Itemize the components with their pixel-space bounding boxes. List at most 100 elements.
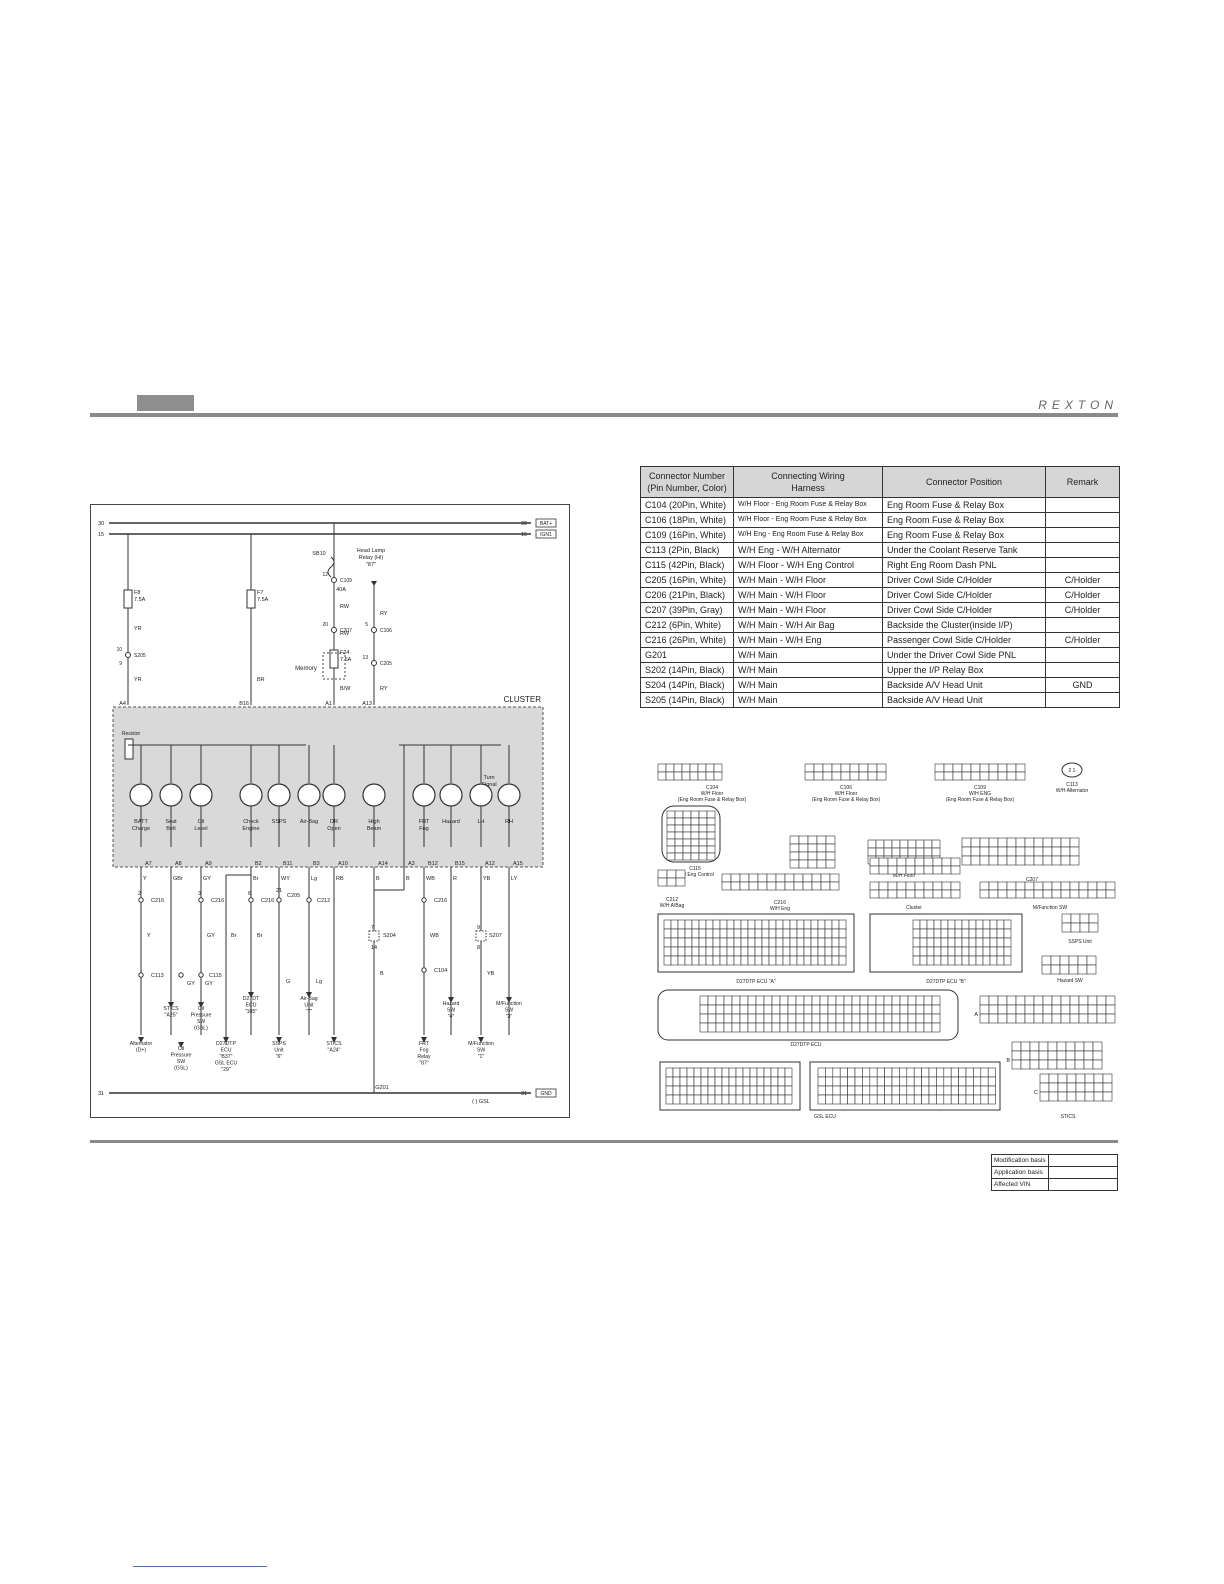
d27dtp-ecu-pin <box>843 1013 853 1024</box>
stics-a-pin <box>997 1004 1008 1015</box>
destination-label: "4" <box>448 1014 455 1020</box>
d27dtp-ecu-pin <box>747 1013 757 1024</box>
c115-pin <box>674 845 684 854</box>
gsl-ecu-pin <box>665 1076 674 1087</box>
c115-pin <box>698 845 708 854</box>
destination-label: ECU <box>246 1003 257 1009</box>
connector-icon <box>331 577 337 583</box>
connector-id: C106 <box>840 785 852 791</box>
stics-a-pin <box>1087 1013 1098 1024</box>
connector-id: D27DTP ECU "A" <box>736 979 776 985</box>
gsl-ecu-pin <box>721 1067 730 1078</box>
cluster-b-pin <box>914 889 925 899</box>
gsl-ecu-pin <box>884 1094 893 1105</box>
d27dtp-ecu-pin <box>779 995 789 1006</box>
c207-pin <box>1033 837 1044 848</box>
header-position: Connector Position <box>882 466 1046 498</box>
ecu-a-pin <box>789 919 798 930</box>
c115-pin <box>706 810 716 819</box>
pin-label: A1 <box>325 701 332 707</box>
c207-pin <box>997 855 1008 866</box>
ecu-a-pin <box>789 937 798 948</box>
gsl-ecu-pin <box>973 1067 982 1078</box>
lower-label: Lg <box>316 979 322 985</box>
c205-pin <box>807 843 818 853</box>
header-cell-text: Connector Number (Pin Number, Color) <box>647 471 727 493</box>
d27dtp-ecu-pin <box>699 995 709 1006</box>
gsl-ecu-pin <box>693 1094 702 1105</box>
d27dtp-ecu-pin <box>699 1004 709 1015</box>
connector-id: C109 <box>340 578 352 584</box>
d27dtp-ecu-pin <box>731 995 741 1006</box>
revision-row: Application basis <box>991 1166 1118 1179</box>
c207-pin <box>1006 837 1017 848</box>
ecu-a-pin <box>817 955 826 966</box>
gsl-ecu-pin <box>876 1085 885 1096</box>
terminal-arrow-icon <box>421 1037 427 1043</box>
ecu-a-pin <box>838 919 847 930</box>
ecu-a-pin <box>782 937 791 948</box>
cluster-a-pin <box>923 857 934 867</box>
c109-pin <box>1015 763 1026 773</box>
wire-color-label: RY <box>380 611 388 617</box>
stics-c-pin <box>1075 1091 1086 1102</box>
connector-number-cell: C109 (16Pin, White) <box>640 527 734 543</box>
destination-label: SW <box>505 1008 513 1014</box>
gsl-ecu-pin <box>913 1076 922 1087</box>
connector-table-row: C115 (42Pin, Black)W/H Floor - W/H Eng C… <box>640 557 1120 573</box>
fuse-rating: 40A <box>336 587 346 593</box>
harness-cell: W/H Main <box>733 662 883 678</box>
connector-icon <box>331 627 337 633</box>
ecu-b-pin <box>1003 919 1012 930</box>
c207-pin <box>988 855 999 866</box>
mfunction-pin <box>1060 881 1071 891</box>
ecu-a-pin <box>684 946 693 957</box>
cluster-a-pin <box>887 857 898 867</box>
ecu-a-pin <box>831 946 840 957</box>
c113-face <box>1061 762 1083 778</box>
d27dtp-ecu-pin <box>755 995 765 1006</box>
gsl-ecu-pin <box>950 1085 959 1096</box>
c106-pin <box>804 771 815 781</box>
front-fog-icon <box>412 783 436 807</box>
mfunction-pin <box>979 881 990 891</box>
c207-pin <box>1033 855 1044 866</box>
ecu-b-pin <box>996 937 1005 948</box>
d27dtp-ecu-pin <box>795 1022 805 1033</box>
destination-label: SW <box>447 1008 455 1014</box>
d27dtp-ecu-pin <box>835 1022 845 1033</box>
ecu-b-pin <box>982 955 991 966</box>
gsl-ecu-pin <box>943 1076 952 1087</box>
ecu-b-pin <box>996 919 1005 930</box>
door-open-icon <box>322 783 346 807</box>
stics-a-pin <box>1015 1013 1026 1024</box>
c115-pin <box>682 838 692 847</box>
c106-pin <box>867 763 878 773</box>
ecu-a-pin <box>733 928 742 939</box>
mfunction-pin <box>988 889 999 899</box>
ecu-a-pin <box>838 937 847 948</box>
ecu-a-pin <box>761 919 770 930</box>
gsl-ecu-pin <box>847 1094 856 1105</box>
gsl-ecu-pin <box>784 1085 793 1096</box>
d27dtp-ecu-pin <box>747 995 757 1006</box>
ecu-a-pin <box>677 928 686 939</box>
gsl-ecu-pin <box>832 1094 841 1105</box>
gsl-ecu-pin <box>735 1067 744 1078</box>
hazard-pin <box>1068 955 1079 966</box>
c206-pin <box>907 839 917 849</box>
gsl-ecu-pin <box>913 1094 922 1105</box>
turn-signal-label: Turn <box>483 775 494 781</box>
stics-c-pin <box>1102 1091 1113 1102</box>
gsl-ecu-pin <box>825 1085 834 1096</box>
connector-number-cell: C206 (21Pin, Black) <box>640 587 734 603</box>
header-rule <box>90 413 1118 417</box>
pin-label: B3 <box>313 861 320 867</box>
stics-c-pin <box>1057 1073 1068 1084</box>
ecu-a-pin <box>782 919 791 930</box>
harness-cell: W/H Floor - Eng Room Fuse & Relay Box <box>733 497 883 513</box>
d27dtp-ecu-pin <box>739 1004 749 1015</box>
c205-pin <box>789 851 800 861</box>
